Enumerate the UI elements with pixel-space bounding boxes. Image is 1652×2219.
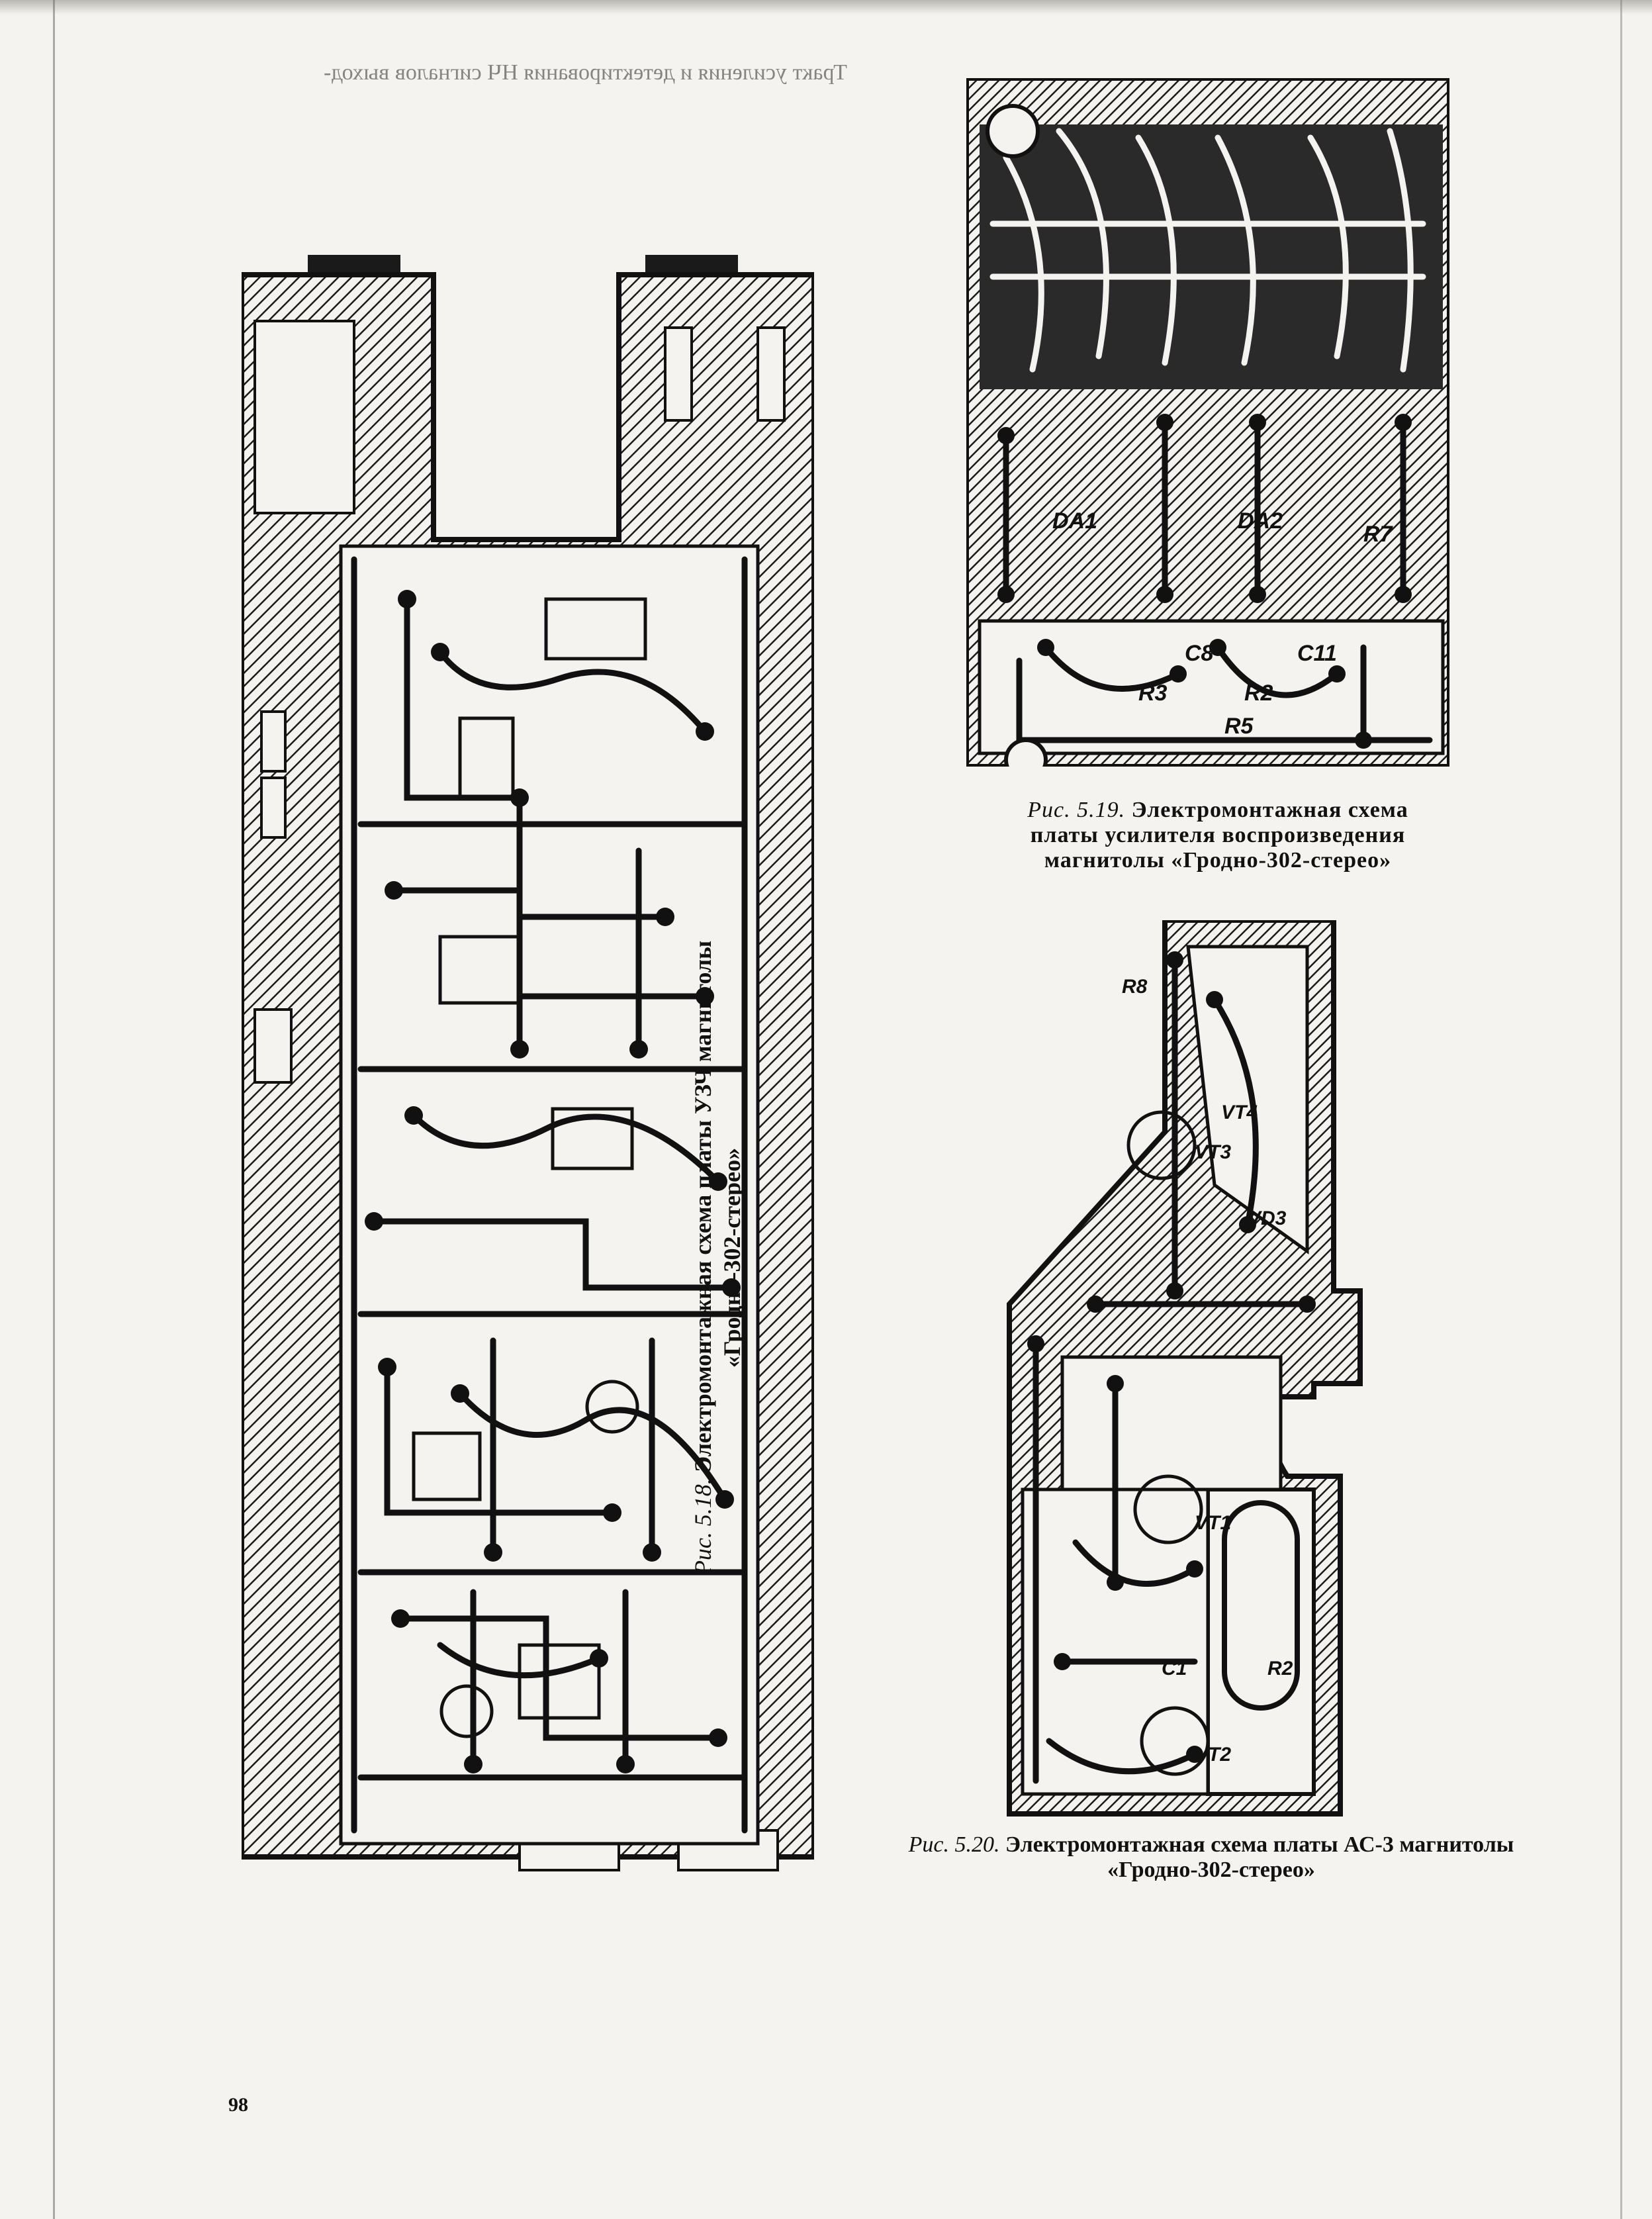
pcb-diagram-ac3: R8 VT4 VT3 VD3 VT1 R2 VT2 C1 bbox=[996, 920, 1373, 1817]
caption-fig-5-20: Рис. 5.20. Электромонтажная схема платы … bbox=[894, 1832, 1529, 1883]
label-c1: C1 bbox=[1162, 1658, 1187, 1679]
page-edge-left bbox=[53, 0, 55, 2219]
pcb-diagram-playback-amplifier: DA1 DA2 R3 R2 C8 C11 R7 R5 bbox=[966, 78, 1449, 767]
label-vt2: VT2 bbox=[1195, 1744, 1231, 1766]
label-da1: DA1 bbox=[1052, 508, 1097, 534]
page-edge-right bbox=[1620, 0, 1622, 2219]
label-vt1: VT1 bbox=[1195, 1512, 1231, 1534]
label-r2: R2 bbox=[1244, 681, 1273, 706]
label-r2: R2 bbox=[1267, 1658, 1293, 1679]
scan-shadow-top bbox=[0, 0, 1652, 15]
label-r8: R8 bbox=[1122, 976, 1148, 998]
label-vt4: VT4 bbox=[1221, 1102, 1258, 1123]
label-da2: DA2 bbox=[1238, 508, 1283, 534]
label-vd3: VD3 bbox=[1248, 1207, 1287, 1229]
caption-text-5-20: Электромонтажная схема платы АС-3 магнит… bbox=[1005, 1832, 1514, 1882]
page-number: 98 bbox=[228, 2094, 248, 2116]
fig-label-5-18: Рис. 5.18. bbox=[690, 1478, 716, 1576]
caption-fig-5-18: Рис. 5.18. Электромонтажная схема платы … bbox=[688, 917, 761, 1599]
label-vt3: VT3 bbox=[1195, 1141, 1231, 1163]
label-c11: C11 bbox=[1297, 641, 1337, 666]
pcb-diagram-uzch bbox=[242, 255, 814, 1873]
caption-fig-5-19: Рис. 5.19. Электромонтажная схема платы … bbox=[1019, 798, 1416, 873]
fig-label-5-19: Рис. 5.19. bbox=[1027, 798, 1126, 822]
label-c8: C8 bbox=[1185, 641, 1214, 666]
fig-label-5-20: Рис. 5.20. bbox=[908, 1832, 1000, 1857]
label-r5: R5 bbox=[1224, 714, 1254, 739]
label-r3: R3 bbox=[1138, 681, 1168, 706]
mirrored-bleed-through-header: Тракт усиления и детектирования НЧ сигна… bbox=[324, 61, 847, 85]
caption-text-5-18: Электромонтажная схема платы УЗЧ магнито… bbox=[690, 940, 745, 1473]
label-r7: R7 bbox=[1363, 522, 1394, 547]
caption-text-5-19: Электромонтажная схема платы усилителя в… bbox=[1030, 798, 1408, 873]
